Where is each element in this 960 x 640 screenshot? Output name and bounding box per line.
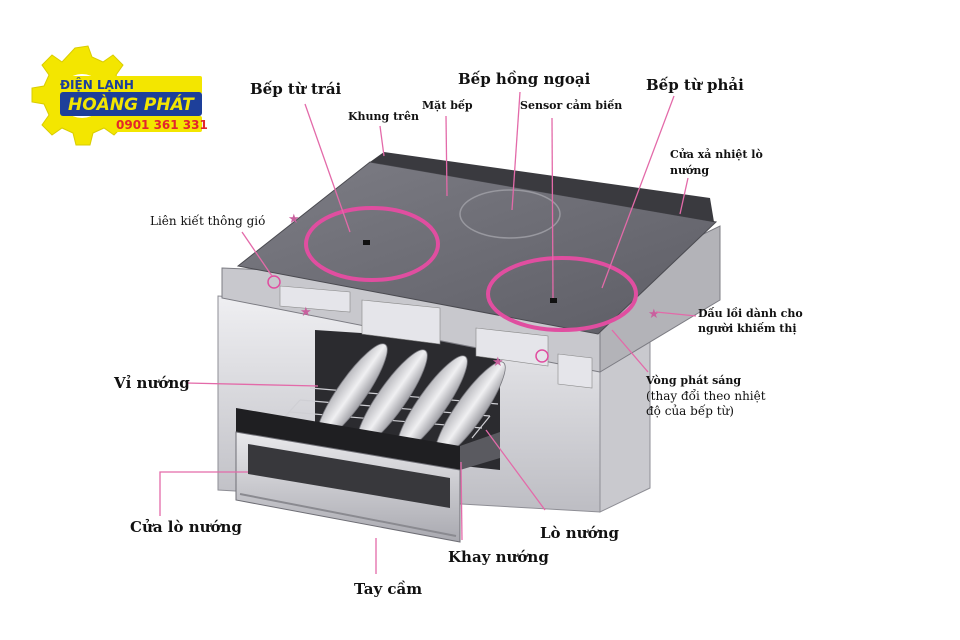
label-cua-lo-nuong: Cửa lò nướng: [130, 518, 242, 536]
label-bep-tu-phai: Bếp từ phải: [646, 76, 744, 94]
leader-dau-loi: [655, 311, 697, 317]
label-vong-note-line2: độ của bếp từ): [646, 404, 734, 418]
star-marker-icon: ★: [492, 355, 504, 370]
label-sensor: Sensor cảm biến: [520, 99, 623, 112]
leader-cua-xa-nhiet: [679, 177, 689, 215]
cooktop: ★ ★ ★ ★: [221, 152, 721, 389]
leader-vi-nuong: [185, 382, 319, 387]
label-cua-xa-nhiet-line2: nướng: [670, 164, 710, 177]
label-khung-tren: Khung trên: [348, 110, 419, 123]
brand-logo: ĐIỆN LẠNH HOÀNG PHÁT 0901 361 331: [31, 45, 208, 146]
logo-line1: ĐIỆN LẠNH: [60, 77, 134, 92]
left-induction-ring: [304, 206, 440, 282]
label-bep-hong-ngoai: Bếp hồng ngoại: [458, 70, 591, 88]
leader-bep-tu-phai: [601, 95, 675, 289]
rear-vent: [370, 152, 714, 222]
leader-cua-lo-nuong: [159, 471, 248, 516]
control-panels: [279, 285, 593, 389]
left-sensor-mark: [363, 240, 370, 245]
leader-lien-ket: [241, 231, 273, 277]
fish-group: [316, 343, 506, 459]
label-dau-loi-line1: Dấu lồi dành cho: [698, 307, 803, 320]
leader-lo-nuong: [485, 429, 546, 511]
right-induction-ring: [486, 256, 638, 332]
label-dau-loi-line2: người khiếm thị: [698, 322, 797, 335]
star-marker-icon: ★: [300, 305, 312, 320]
leader-lines: [159, 91, 697, 574]
label-lo-nuong: Lò nướng: [540, 524, 619, 542]
star-marker-icon: ★: [288, 212, 300, 227]
leader-khung-tren: [379, 125, 385, 157]
leader-bep-tu-trai: [304, 103, 351, 233]
label-mat-bep: Mặt bếp: [422, 99, 473, 112]
glass-top: [236, 161, 718, 335]
label-cua-xa-nhiet-line1: Cửa xả nhiệt lò: [670, 148, 763, 161]
label-vong-phat-sang: Vòng phát sáng: [646, 374, 742, 387]
oven-drawer: [235, 408, 500, 543]
leader-bep-hong-ngoai: [511, 91, 521, 211]
label-vi-nuong: Vỉ nướng: [114, 374, 190, 392]
label-bep-tu-trai: Bếp từ trái: [250, 80, 342, 98]
logo-banner: [52, 76, 202, 94]
leader-vong-phat-sang: [611, 329, 649, 373]
infrared-ring: [459, 189, 561, 239]
label-tay-cam: Tay cầm: [354, 580, 423, 598]
logo-main-banner: [60, 92, 202, 116]
right-sensor-mark: [550, 298, 557, 303]
leader-sensor: [551, 117, 554, 299]
label-lien-ket: Liên kiết thông gió: [150, 214, 266, 228]
leader-khay-nuong: [460, 461, 463, 541]
logo-line2: HOÀNG PHÁT: [68, 93, 195, 115]
label-khay-nuong: Khay nướng: [448, 548, 549, 566]
logo-phone-banner: [112, 116, 202, 132]
logo-phone: 0901 361 331: [116, 118, 208, 132]
leader-mat-bep: [445, 115, 448, 197]
label-vong-note-line1: (thay đổi theo nhiệt: [646, 389, 766, 403]
star-marker-icon: ★: [648, 307, 660, 322]
